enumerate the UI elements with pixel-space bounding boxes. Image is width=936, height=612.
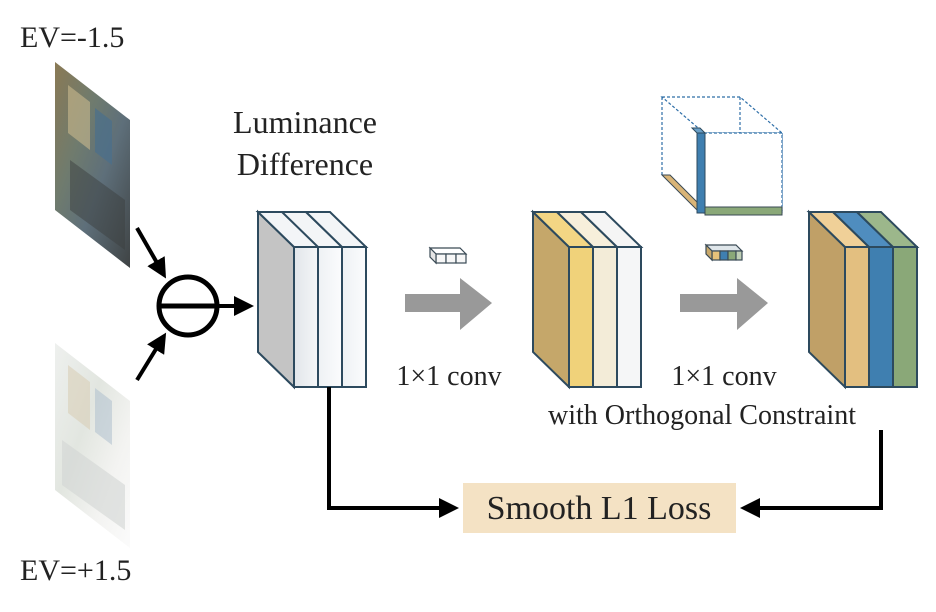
input-image-dark <box>55 62 130 268</box>
loss-box <box>463 483 736 533</box>
feature-block-conv1 <box>530 209 644 390</box>
orthogonal-label: with Orthogonal Constraint <box>548 400 856 431</box>
loss-arrow-left <box>327 387 459 518</box>
ev-low-label: EV=-1.5 <box>20 21 124 54</box>
subtract-operator-icon <box>156 274 220 338</box>
input-image-bright <box>55 343 130 548</box>
filter-icon-1 <box>428 246 468 265</box>
gray-arrow-icon <box>405 278 492 330</box>
luminance-label-line1: Luminance <box>233 104 377 140</box>
feature-block-conv2 <box>806 209 920 390</box>
conv1-label: 1×1 conv <box>396 361 501 392</box>
filter-cube-icon <box>660 96 784 216</box>
arrow-bright-to-subtract <box>135 332 167 382</box>
loss-arrow-right <box>740 430 883 518</box>
feature-block-luminance <box>255 209 369 390</box>
ev-high-label: EV=+1.5 <box>20 554 131 587</box>
filter-icon-2 <box>704 243 744 262</box>
conv2-label: 1×1 conv <box>671 361 776 392</box>
luminance-label-line2: Difference <box>237 146 373 182</box>
arrow-dark-to-subtract <box>135 227 166 279</box>
loss-label: Smooth L1 Loss <box>487 490 712 527</box>
gray-arrow-icon-2 <box>680 278 768 330</box>
